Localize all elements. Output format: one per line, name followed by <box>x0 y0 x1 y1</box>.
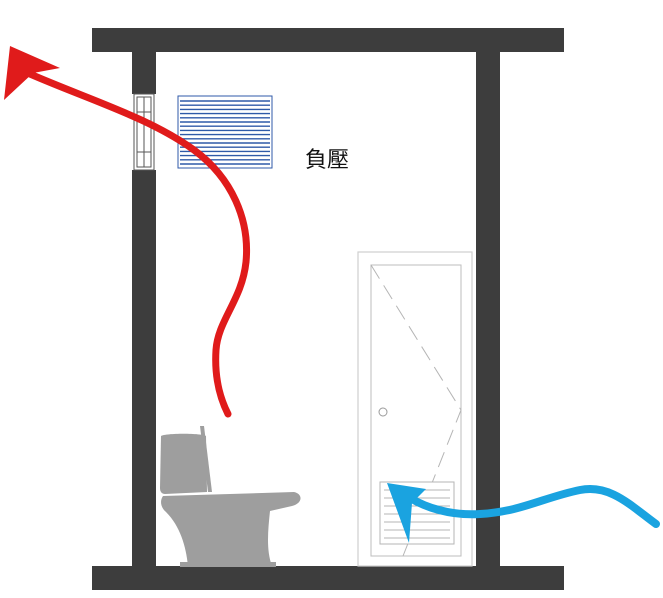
pressure-label: 負壓 <box>305 148 349 173</box>
exhaust-arrow-head-icon <box>4 46 60 100</box>
left-wall-lower <box>132 170 156 566</box>
door-icon <box>357 251 473 567</box>
intake-arrow-head-icon <box>387 483 426 543</box>
toilet-icon <box>160 426 301 567</box>
door-knob-icon <box>378 407 388 417</box>
floor <box>92 566 564 590</box>
exhaust-fan-icon <box>177 95 273 169</box>
exhaust-airflow-arrow <box>4 46 251 418</box>
left-wall-upper <box>132 52 156 94</box>
right-wall <box>476 52 500 566</box>
walls <box>92 28 564 590</box>
intake-airflow-arrow <box>387 483 660 543</box>
window-icon <box>133 93 155 171</box>
ceiling <box>92 28 564 52</box>
